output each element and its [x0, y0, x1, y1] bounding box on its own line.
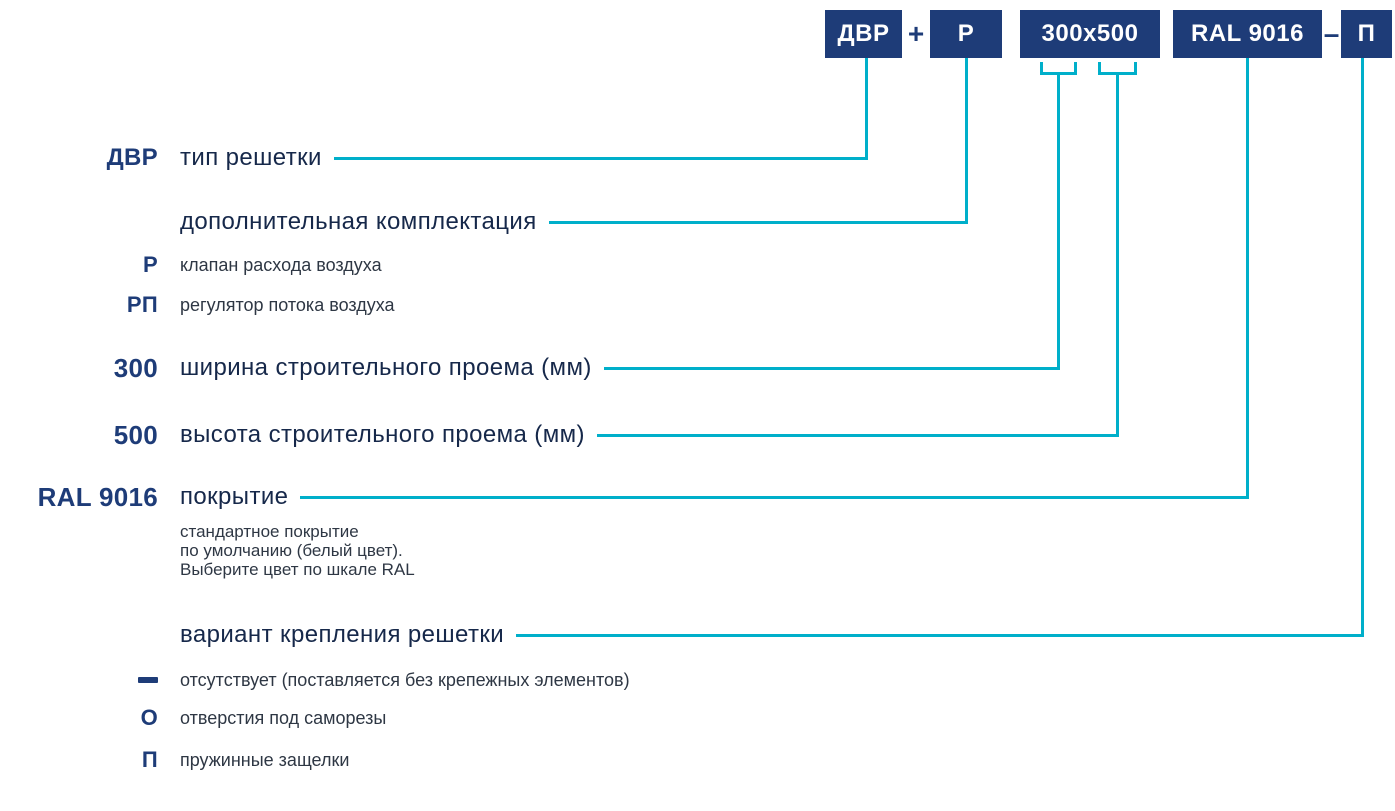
- type-title: тип решетки: [180, 144, 322, 171]
- connector-width-h: [603, 366, 1060, 370]
- connector-type-v: [865, 58, 868, 160]
- code-box-extra: Р: [930, 10, 1002, 58]
- plus-separator: +: [907, 18, 925, 49]
- mounting-title: вариант крепления решетки: [180, 621, 505, 648]
- connector-width-v: [1057, 75, 1060, 370]
- row-width: ширина строительного проема (мм): [180, 352, 1060, 384]
- code-mounting-p: П: [141, 747, 158, 772]
- coating-title: покрытие: [180, 483, 289, 510]
- connector-height-h: [596, 433, 1119, 437]
- code-height: 500: [113, 420, 158, 450]
- code-box-size: 300x500: [1020, 10, 1160, 58]
- row-coating: покрытие: [180, 481, 1249, 513]
- tick-under-height-icon: [1098, 62, 1137, 75]
- width-title: ширина строительного проема (мм): [180, 354, 592, 381]
- mounting-none-text: отсутствует (поставляется без крепежных …: [180, 670, 630, 690]
- code-box-mounting: П: [1341, 10, 1392, 58]
- connector-coating-h: [300, 495, 1249, 499]
- coating-note: стандартное покрытие по умолчанию (белый…: [180, 522, 415, 579]
- extra-title: дополнительная комплектация: [180, 208, 537, 235]
- connector-extra-h: [548, 220, 968, 224]
- code-type: ДВР: [106, 144, 158, 171]
- row-height: высота строительного проема (мм): [180, 419, 1119, 451]
- code-extra-rp: РП: [126, 292, 158, 317]
- code-box-coating: RAL 9016: [1173, 10, 1322, 58]
- row-extra: дополнительная комплектация: [180, 206, 968, 238]
- dash-mark-icon: [138, 677, 158, 683]
- connector-mounting-v: [1361, 58, 1364, 637]
- row-mounting: вариант крепления решетки: [180, 619, 1364, 651]
- row-type: тип решетки: [180, 142, 868, 174]
- connector-mounting-h: [516, 633, 1364, 637]
- code-extra-r: Р: [143, 252, 158, 277]
- mounting-holes-text: отверстия под саморезы: [180, 708, 387, 728]
- code-mounting-o: О: [140, 705, 158, 730]
- code-coating: RAL 9016: [37, 482, 158, 512]
- code-box-type: ДВР: [825, 10, 902, 58]
- dash-separator: –: [1323, 18, 1340, 49]
- mounting-springs-text: пружинные защелки: [180, 750, 350, 770]
- connector-extra-v: [965, 58, 968, 224]
- connector-height-v: [1116, 75, 1119, 437]
- connector-type-h: [333, 156, 868, 160]
- extra-r-text: клапан расхода воздуха: [180, 255, 382, 275]
- tick-under-width-icon: [1040, 62, 1077, 75]
- connector-coating-v: [1246, 58, 1249, 499]
- height-title: высота строительного проема (мм): [180, 421, 585, 448]
- extra-rp-text: регулятор потока воздуха: [180, 295, 395, 315]
- code-width: 300: [113, 353, 158, 383]
